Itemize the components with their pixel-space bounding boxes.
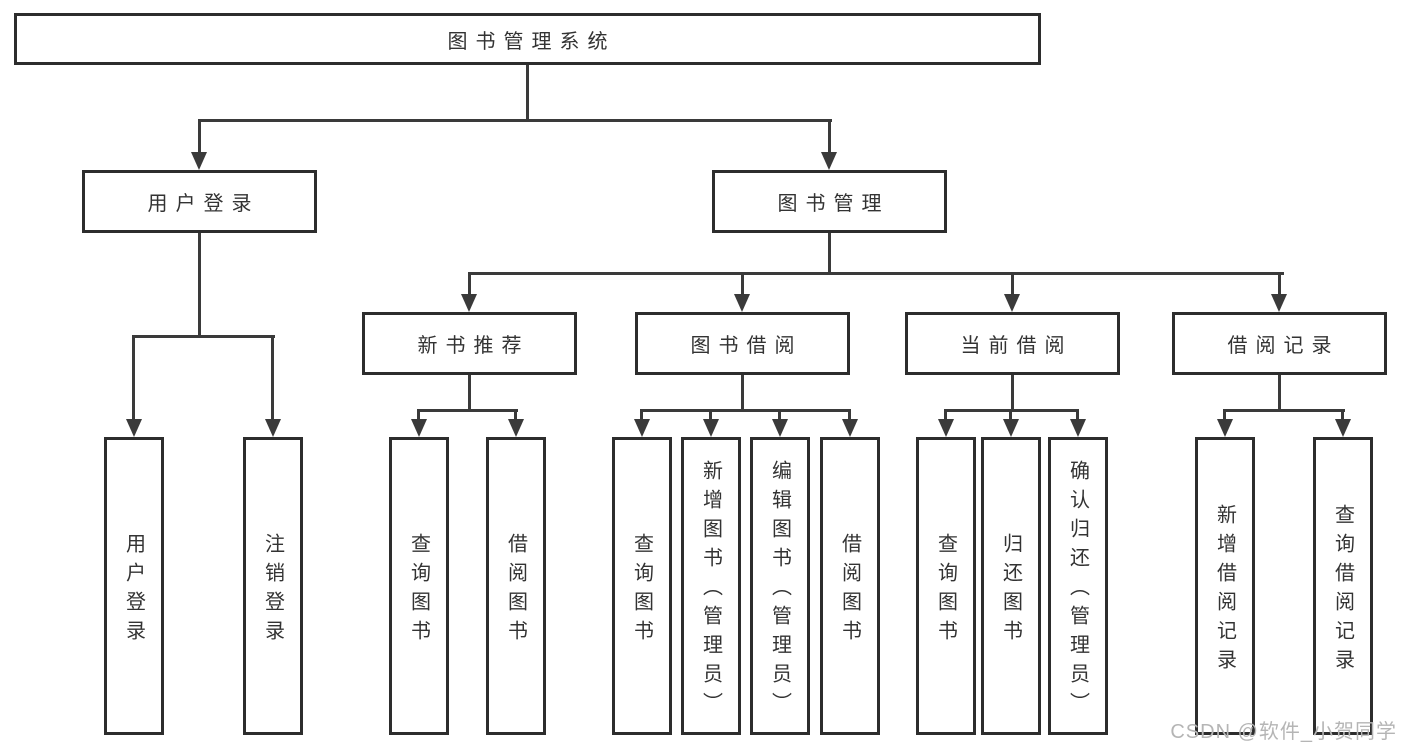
leaf-user-login: 用户登录 bbox=[104, 437, 164, 735]
node-label: 图书借阅 bbox=[690, 335, 803, 357]
leaf-label: 借阅图书 bbox=[838, 532, 861, 649]
connector-line bbox=[417, 409, 518, 412]
arrow-down-icon bbox=[821, 152, 837, 170]
leaf-query-book-current: 查询图书 bbox=[916, 437, 976, 735]
arrow-down-icon bbox=[772, 419, 788, 437]
node-user-login: 用户登录 bbox=[82, 170, 317, 233]
leaf-label: 归还图书 bbox=[999, 532, 1022, 649]
leaf-label: 确认归还（管理员） bbox=[1066, 460, 1089, 721]
arrow-down-icon bbox=[1217, 419, 1233, 437]
arrow-down-icon bbox=[191, 152, 207, 170]
csdn-watermark: CSDN @软件_小贺同学 bbox=[1170, 721, 1397, 743]
node-current-borrow: 当前借阅 bbox=[905, 312, 1120, 375]
arrow-down-icon bbox=[734, 294, 750, 312]
connector-line bbox=[198, 119, 832, 122]
leaf-label: 查询图书 bbox=[934, 532, 957, 649]
arrow-down-icon bbox=[1003, 419, 1019, 437]
leaf-add-borrow-record: 新增借阅记录 bbox=[1195, 437, 1255, 735]
connector-line bbox=[1278, 272, 1281, 294]
node-book-management: 图书管理 bbox=[712, 170, 947, 233]
leaf-add-book-admin: 新增图书（管理员） bbox=[681, 437, 741, 735]
leaf-label: 注销登录 bbox=[261, 532, 284, 649]
leaf-logout: 注销登录 bbox=[243, 437, 303, 735]
leaf-query-borrow-record: 查询借阅记录 bbox=[1313, 437, 1373, 735]
connector-line bbox=[741, 272, 744, 294]
connector-line bbox=[1009, 409, 1012, 419]
arrow-down-icon bbox=[1004, 294, 1020, 312]
node-label: 借阅记录 bbox=[1227, 335, 1340, 357]
connector-line bbox=[828, 119, 831, 152]
arrow-down-icon bbox=[634, 419, 650, 437]
leaf-query-book-borrow: 查询图书 bbox=[612, 437, 672, 735]
connector-line bbox=[417, 409, 420, 419]
leaf-label: 借阅图书 bbox=[504, 532, 527, 649]
connector-line bbox=[132, 335, 135, 419]
arrow-down-icon bbox=[411, 419, 427, 437]
leaf-label: 用户登录 bbox=[122, 532, 145, 649]
arrow-down-icon bbox=[265, 419, 281, 437]
connector-line bbox=[514, 409, 517, 419]
arrow-down-icon bbox=[1271, 294, 1287, 312]
leaf-label: 编辑图书（管理员） bbox=[768, 460, 791, 721]
connector-line bbox=[741, 375, 744, 409]
connector-line bbox=[1011, 272, 1014, 294]
leaf-label: 新增借阅记录 bbox=[1213, 503, 1236, 678]
connector-line bbox=[828, 233, 831, 272]
node-label: 用户登录 bbox=[147, 193, 260, 215]
leaf-label: 查询图书 bbox=[630, 532, 653, 649]
connector-line bbox=[198, 233, 201, 335]
arrow-down-icon bbox=[703, 419, 719, 437]
connector-line bbox=[778, 409, 781, 419]
leaf-label: 查询图书 bbox=[407, 532, 430, 649]
node-new-book-recommend: 新书推荐 bbox=[362, 312, 577, 375]
connector-line bbox=[468, 375, 471, 409]
leaf-label: 查询借阅记录 bbox=[1331, 503, 1354, 678]
connector-line bbox=[709, 409, 712, 419]
connector-line bbox=[640, 409, 851, 412]
connector-line bbox=[271, 335, 274, 419]
leaf-return-book: 归还图书 bbox=[981, 437, 1041, 735]
connector-line bbox=[1223, 409, 1226, 419]
leaf-borrow-book: 借阅图书 bbox=[820, 437, 880, 735]
node-borrow-records: 借阅记录 bbox=[1172, 312, 1387, 375]
connector-line bbox=[1278, 375, 1281, 409]
connector-line bbox=[132, 335, 275, 338]
leaf-query-book-recommend: 查询图书 bbox=[389, 437, 449, 735]
connector-line bbox=[468, 272, 1284, 275]
arrow-down-icon bbox=[1335, 419, 1351, 437]
connector-line bbox=[468, 272, 471, 294]
connector-line bbox=[526, 65, 529, 121]
connector-line bbox=[848, 409, 851, 419]
connector-line bbox=[198, 119, 201, 152]
connector-line bbox=[944, 409, 947, 419]
node-label: 当前借阅 bbox=[960, 335, 1073, 357]
connector-line bbox=[1223, 409, 1345, 412]
leaf-edit-book-admin: 编辑图书（管理员） bbox=[750, 437, 810, 735]
leaf-label: 新增图书（管理员） bbox=[699, 460, 722, 721]
arrow-down-icon bbox=[461, 294, 477, 312]
node-label: 新书推荐 bbox=[417, 335, 530, 357]
leaf-confirm-return-admin: 确认归还（管理员） bbox=[1048, 437, 1108, 735]
node-book-borrow: 图书借阅 bbox=[635, 312, 850, 375]
connector-line bbox=[1011, 375, 1014, 409]
node-library-system: 图书管理系统 bbox=[14, 13, 1041, 65]
connector-line bbox=[1076, 409, 1079, 419]
node-label: 图书管理 bbox=[777, 193, 890, 215]
arrow-down-icon bbox=[1070, 419, 1086, 437]
leaf-borrow-book-recommend: 借阅图书 bbox=[486, 437, 546, 735]
arrow-down-icon bbox=[126, 419, 142, 437]
connector-line bbox=[640, 409, 643, 419]
connector-line bbox=[1341, 409, 1344, 419]
arrow-down-icon bbox=[842, 419, 858, 437]
arrow-down-icon bbox=[508, 419, 524, 437]
node-label: 图书管理系统 bbox=[447, 30, 616, 53]
arrow-down-icon bbox=[938, 419, 954, 437]
